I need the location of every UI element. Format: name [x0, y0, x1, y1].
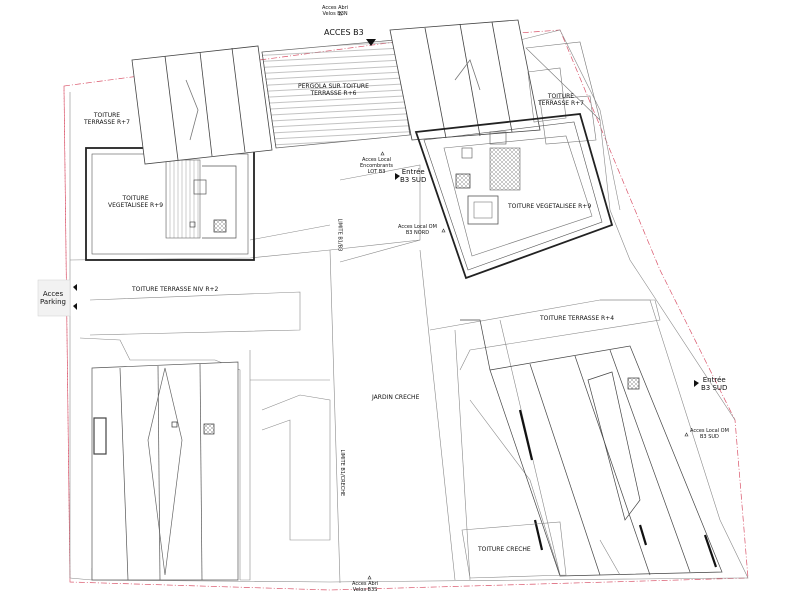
right-green-roof — [414, 113, 614, 280]
left-green-roof — [85, 147, 255, 261]
label-line: Acces — [42, 290, 64, 298]
label-line: TOITURE — [547, 93, 575, 100]
triangle-down-icon — [366, 39, 376, 46]
label-acces-abri-velos-b3n: Acces Abri Velos B3N — [322, 5, 349, 18]
label-line: Acces Local OM — [398, 224, 437, 230]
label-line: LOT B3 — [367, 168, 386, 175]
upper-left-r7-block — [131, 45, 273, 165]
label-line: TERRASSE R+7 — [538, 99, 584, 107]
label-acces-parking: Acces Parking — [40, 290, 66, 306]
label-pergola: PERGOLA SUR TOITURE TERRASSE R+6 — [298, 83, 369, 98]
label-toiture-vegetalisee-left: TOITURE VEGETALISEE R+9 — [108, 195, 164, 210]
small-triangle-icon — [380, 151, 385, 156]
pergola — [261, 39, 411, 149]
triangle-icon — [73, 303, 77, 310]
label-toiture-terrasse-r7-right: TOITURE TERRASSE R+7 — [538, 93, 584, 108]
lower-left-building — [91, 361, 239, 581]
label-line: Acces Abri — [322, 5, 349, 11]
right-top-blocks — [525, 41, 601, 145]
label-entree-b3-sud-right: Entrée B3 SUD — [701, 376, 727, 392]
label-line: Entrée — [401, 168, 425, 176]
label-line: TERRASSE R+6 — [310, 89, 357, 97]
label-line: Acces Local — [361, 157, 392, 163]
label-line: Velos B3N — [322, 10, 348, 17]
triangle-icon — [73, 284, 77, 291]
small-triangle-icon — [441, 228, 446, 233]
label-entree-b3-sud-top: Entrée B3 SUD — [400, 168, 426, 184]
small-triangle-icon — [367, 575, 372, 580]
label-line: B3 NORD — [405, 229, 430, 236]
triangle-icon — [395, 173, 400, 180]
label-line: Entrée — [702, 376, 726, 384]
label-line: Velos B3S — [352, 586, 378, 593]
label-line: B3 SUD — [400, 176, 427, 185]
label-line: Parking — [40, 298, 66, 307]
label-toiture-terrasse-niv-r2: TOITURE TERRASSE NIV R+2 — [132, 286, 219, 293]
label-limite-b1-b3: LIMITE B1/B3 — [336, 218, 343, 252]
triangle-icon — [694, 380, 699, 387]
label-line: B3 SUD — [701, 384, 728, 393]
label-line: PERGOLA SUR TOITURE — [298, 83, 369, 90]
small-triangle-icon — [684, 432, 689, 437]
label-line: TERRASSE R+7 — [84, 118, 130, 126]
label-line: Acces Abri — [352, 581, 379, 587]
small-triangle-icon — [338, 11, 343, 16]
label-toiture-terrasse-r7-left: TOITURE TERRASSE R+7 — [84, 112, 130, 127]
upper-right-r7-block — [389, 19, 541, 141]
label-acces-local-encombrants: Acces Local Encombrants LOT B3 — [360, 157, 394, 175]
creche-roof — [461, 521, 621, 579]
site-boundary-line — [63, 89, 71, 583]
label-jardin-creche: JARDIN CRECHE — [372, 394, 420, 401]
label-line: Acces Local OM — [690, 428, 729, 434]
label-limite-b1-creche: LIMITE B1/CRECHE — [339, 449, 346, 497]
label-acces-local-om-b3-nord: Acces Local OM B3 NORD — [398, 224, 437, 237]
label-line: TOITURE — [122, 195, 149, 202]
acces-parking-box — [37, 279, 71, 317]
label-toiture-vegetalisee-right: TOITURE VEGETALISEE R+9 — [508, 203, 592, 210]
label-line: Encombrants — [360, 162, 394, 169]
label-acces-abri-velos-b3s: Acces Abri Velos B3S — [352, 581, 379, 594]
label-line: TOITURE — [93, 112, 121, 119]
lower-right-building — [460, 319, 723, 577]
label-toiture-creche: TOITURE CRECHE — [478, 546, 531, 553]
label-acces-b3: ACCES B3 — [324, 28, 364, 37]
label-line: B3 SUD — [700, 433, 719, 440]
label-toiture-terrasse-r4: TOITURE TERRASSE R+4 — [540, 315, 615, 322]
label-line: VEGETALISEE R+9 — [108, 201, 164, 209]
label-acces-local-om-b3-sud: Acces Local OM B3 SUD — [690, 428, 729, 441]
